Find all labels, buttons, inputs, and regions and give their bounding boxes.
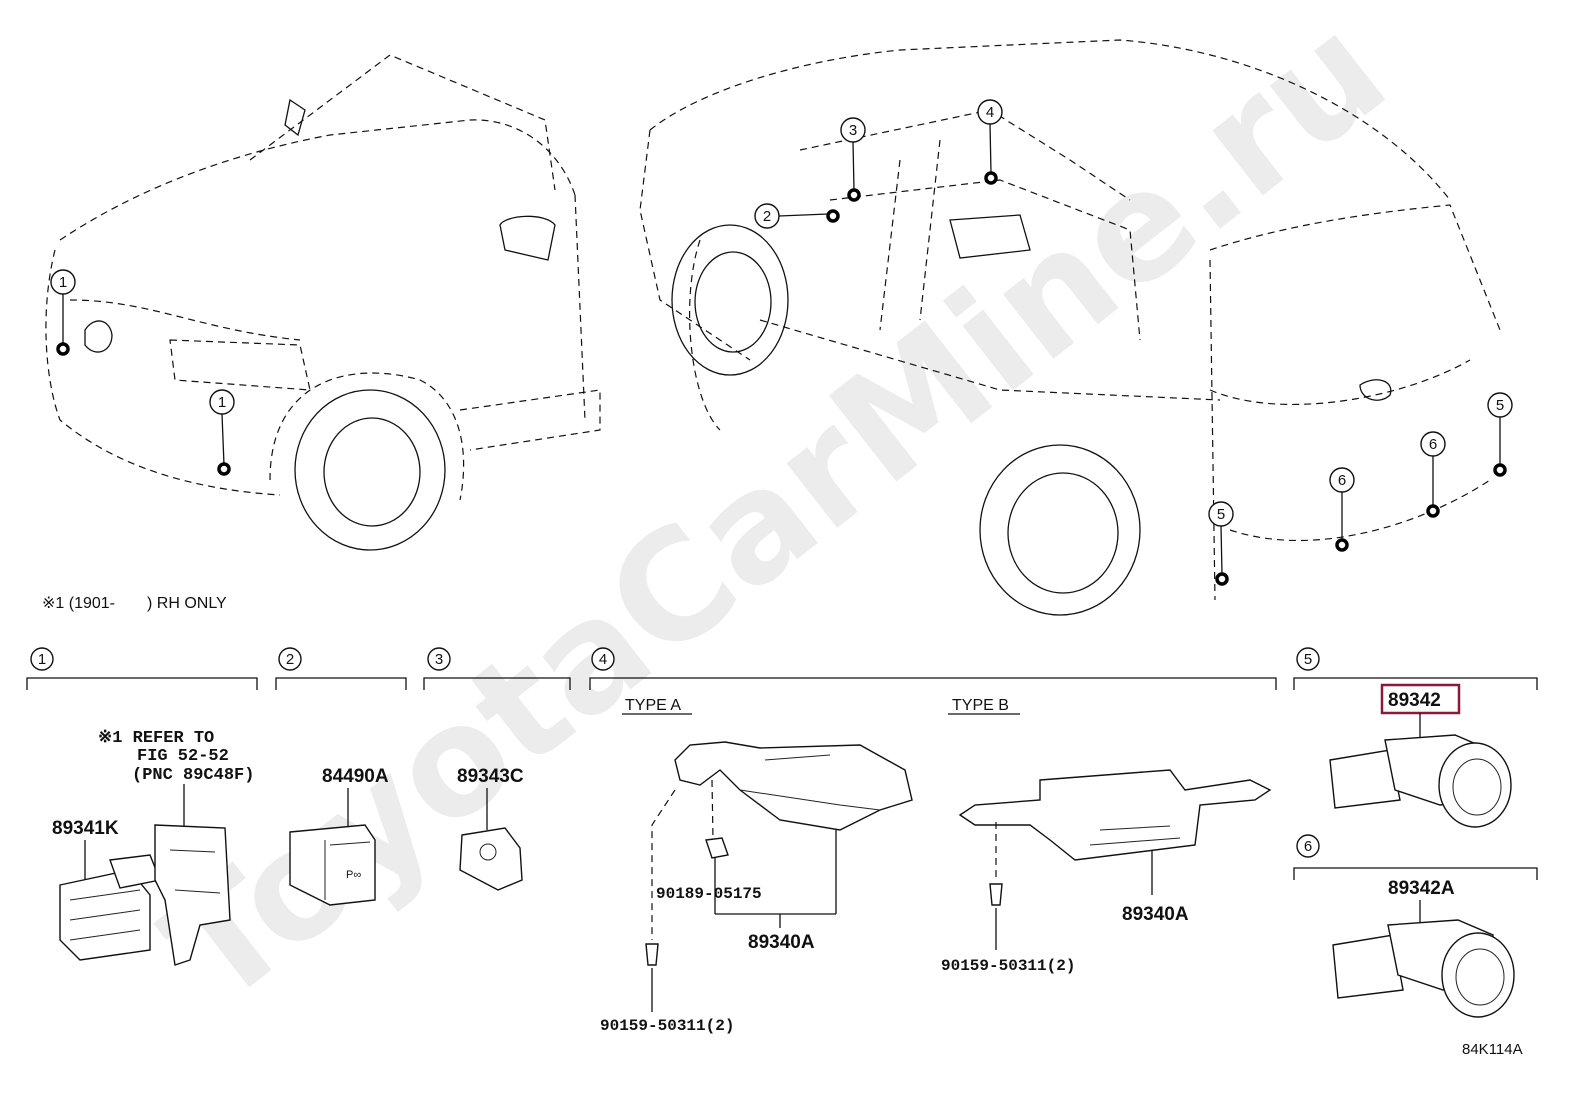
callout-1-front-a: 1 xyxy=(50,269,76,356)
figure-code: 84K114A xyxy=(1462,1041,1523,1058)
callout-5-rear-right: 5 xyxy=(1487,392,1513,477)
bolt-type-b-drawing xyxy=(989,883,1003,906)
svg-text:2: 2 xyxy=(286,651,294,668)
sensor-89342-drawing xyxy=(1329,734,1512,828)
type-b-label: TYPE B xyxy=(952,697,1009,714)
callout-1-front-b: 1 xyxy=(209,389,235,476)
group-6-parts: 89342A xyxy=(1332,878,1515,1018)
svg-text:5: 5 xyxy=(1304,651,1312,668)
sensor-89342A-drawing xyxy=(1332,919,1515,1018)
svg-text:6: 6 xyxy=(1429,436,1437,453)
svg-text:3: 3 xyxy=(435,651,443,668)
callout-4: 4 xyxy=(977,99,1003,185)
part-84490A: 84490A xyxy=(322,766,389,787)
part-89342: 89342 xyxy=(1388,690,1441,711)
callout-2: 2 xyxy=(754,203,840,229)
sensor-89341K-drawing xyxy=(59,854,161,961)
svg-text:6: 6 xyxy=(1338,472,1346,489)
part-89342A: 89342A xyxy=(1388,878,1455,899)
part-89340A-type-a: 89340A xyxy=(748,932,815,953)
svg-text:3: 3 xyxy=(849,122,857,139)
group-2-header: 2 xyxy=(275,647,407,690)
svg-text:1: 1 xyxy=(218,394,226,411)
bolt-type-a-drawing xyxy=(645,943,659,966)
ecu-type-b-drawing xyxy=(958,769,1272,861)
svg-text:5: 5 xyxy=(1217,506,1225,523)
group-headers: 1 2 3 4 5 6 xyxy=(26,647,1538,880)
group-6-header: 6 xyxy=(1293,834,1538,880)
ecu-type-a-drawing xyxy=(674,741,913,831)
svg-text:P∞: P∞ xyxy=(346,869,361,881)
group-2-parts: 84490A P∞ xyxy=(289,766,389,906)
callout-6-rear-right: 6 xyxy=(1420,431,1446,518)
part-89341K: 89341K xyxy=(52,818,119,839)
rear-vehicle-illustration xyxy=(639,39,1501,616)
group-3-header: 3 xyxy=(423,647,571,690)
type-a-label: TYPE A xyxy=(625,697,681,714)
callout-3: 3 xyxy=(840,117,866,202)
group-5-parts: 89342 xyxy=(1329,683,1512,828)
part-89343C: 89343C xyxy=(457,766,524,787)
group-3-parts: 89343C xyxy=(457,766,524,891)
front-vehicle-illustration xyxy=(45,54,601,551)
group-4-parts: TYPE A TYPE B 90189-05175 89340A 90159-5… xyxy=(600,697,1272,1035)
group-5-header: 5 xyxy=(1293,647,1538,690)
svg-text:5: 5 xyxy=(1496,397,1504,414)
callout-6-rear-center: 6 xyxy=(1329,467,1355,552)
svg-text:4: 4 xyxy=(599,651,607,668)
group-4-header: 4 xyxy=(589,647,1277,690)
group-1-parts: ※1 REFER TO FIG 52-52 (PNC 89C48F) 89341… xyxy=(52,729,254,966)
vehicle-callouts: 1 1 2 3 4 5 6 6 5 xyxy=(50,99,1513,586)
bracket-89C48F-drawing xyxy=(154,824,231,966)
svg-text:6: 6 xyxy=(1304,838,1312,855)
svg-text:4: 4 xyxy=(986,104,994,121)
svg-text:1: 1 xyxy=(59,274,67,291)
rh-only-note: ※1 (1901- ) RH ONLY xyxy=(42,595,227,612)
callout-5-rear-left: 5 xyxy=(1208,501,1234,586)
refer-note-line1: ※1 REFER TO xyxy=(98,729,214,748)
part-90159-50311-type-b: 90159-50311(2) xyxy=(941,957,1075,975)
refer-note-line3: (PNC 89C48F) xyxy=(132,766,254,785)
svg-text:2: 2 xyxy=(763,208,771,225)
group-1-header: 1 xyxy=(26,647,258,690)
part-89340A-type-b: 89340A xyxy=(1122,904,1189,925)
clip-drawing xyxy=(705,837,729,859)
part-90189-05175: 90189-05175 xyxy=(656,885,762,903)
sensor-89343C-drawing xyxy=(459,827,523,891)
part-90159-50311-type-a: 90159-50311(2) xyxy=(600,1017,734,1035)
switch-84490A-drawing: P∞ xyxy=(289,824,376,906)
svg-text:1: 1 xyxy=(38,651,46,668)
refer-note-line2: FIG 52-52 xyxy=(137,747,229,766)
